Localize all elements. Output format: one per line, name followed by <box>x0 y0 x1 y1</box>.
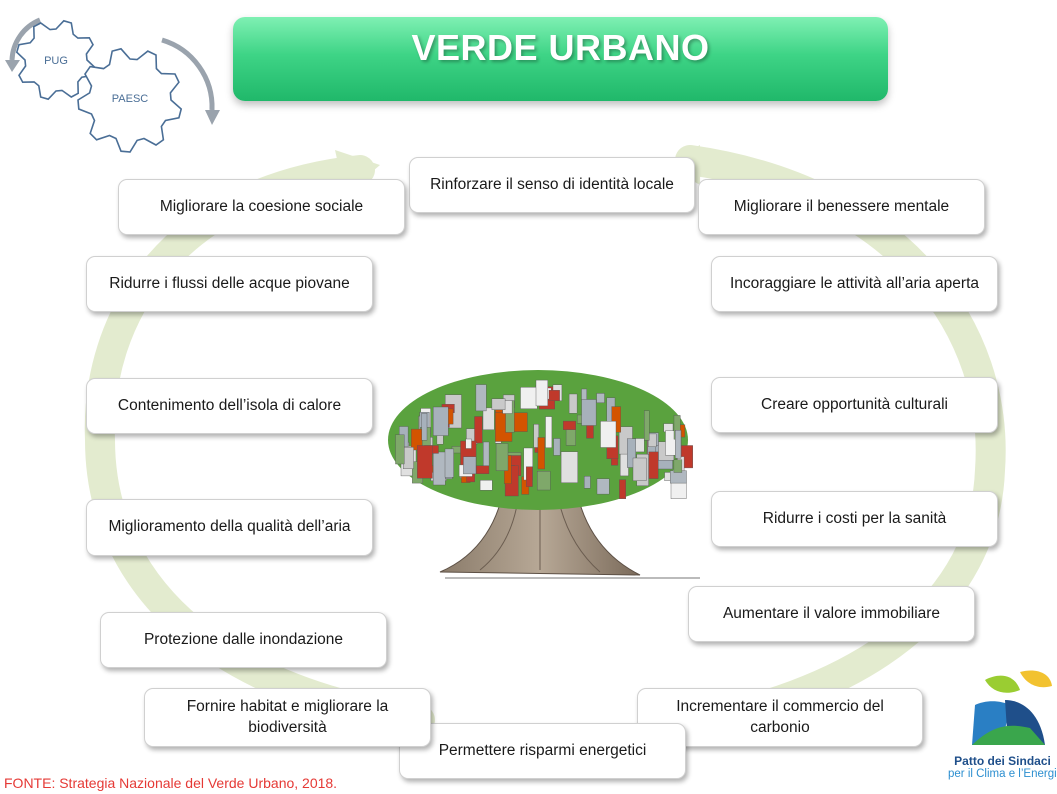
benefit-text: Contenimento dell’isola di calore <box>117 396 342 414</box>
source-note: FONTE: Strategia Nazionale del Verde Urb… <box>4 775 338 791</box>
benefit-text: Permettere risparmi energetici <box>438 741 647 759</box>
logo-line-1: Patto dei Sindaci <box>954 754 1051 768</box>
benefit-box-biodiversity: Fornire habitat e migliorare la biodiver… <box>144 688 431 747</box>
page-title: VERDE URBANO <box>411 27 710 68</box>
benefit-text: Ridurre i flussi delle acque piovane <box>109 274 350 292</box>
benefit-box-outdoor: Incoraggiare le attività all’aria aperta <box>711 256 998 312</box>
benefit-text: Migliorare il benessere mentale <box>733 197 950 215</box>
benefit-text: Incoraggiare le attività all’aria aperta <box>730 274 979 292</box>
gear-label-pug: PUG <box>44 55 68 67</box>
benefit-box-cohesion: Migliorare la coesione sociale <box>118 179 405 235</box>
benefit-box-property: Aumentare il valore immobiliare <box>688 586 975 642</box>
patto-logo-caption: Patto dei Sindaci per il Clima e l’Energ… <box>948 754 1057 780</box>
benefit-text: Rinforzare il senso di identità locale <box>430 175 674 193</box>
benefit-text: Ridurre i costi per la sanità <box>762 509 947 527</box>
gear-large-icon <box>77 47 183 153</box>
benefit-box-rainwater: Ridurre i flussi delle acque piovane <box>86 256 373 312</box>
benefit-text: Protezione dalle inondazione <box>143 630 344 648</box>
benefit-box-cultural: Creare opportunità culturali <box>711 377 998 433</box>
benefit-box-mental: Migliorare il benessere mentale <box>698 179 985 235</box>
benefit-box-health: Ridurre i costi per la sanità <box>711 491 998 547</box>
benefit-box-energy: Permettere risparmi energetici <box>399 723 686 779</box>
benefit-text: Aumentare il valore immobiliare <box>722 604 941 622</box>
benefit-text: Incrementare il commercio del carbonio <box>676 698 884 736</box>
gear-small-icon <box>15 19 97 101</box>
benefit-box-flood: Protezione dalle inondazione <box>100 612 387 668</box>
benefit-text: Creare opportunità culturali <box>761 395 948 413</box>
benefit-box-heat: Contenimento dell’isola di calore <box>86 378 373 434</box>
benefit-box-carbon: Incrementare il commercio del carbonio <box>637 688 923 747</box>
benefit-text: Migliorare la coesione sociale <box>159 197 364 215</box>
benefit-text: Miglioramento della qualità dell’aria <box>108 518 351 536</box>
title-banner: VERDE URBANO <box>233 17 888 101</box>
benefit-text: Fornire habitat e migliorare la biodiver… <box>186 698 389 736</box>
gear-arrow-icon <box>9 17 215 111</box>
benefit-box-air: Miglioramento della qualità dell’aria <box>86 499 373 556</box>
canopy-buildings <box>395 379 693 500</box>
logo-line-2: per il Clima e l’Energia <box>948 768 1057 780</box>
gear-label-paesc: PAESC <box>112 93 149 105</box>
benefit-box-identity: Rinforzare il senso di identità locale <box>409 157 695 213</box>
